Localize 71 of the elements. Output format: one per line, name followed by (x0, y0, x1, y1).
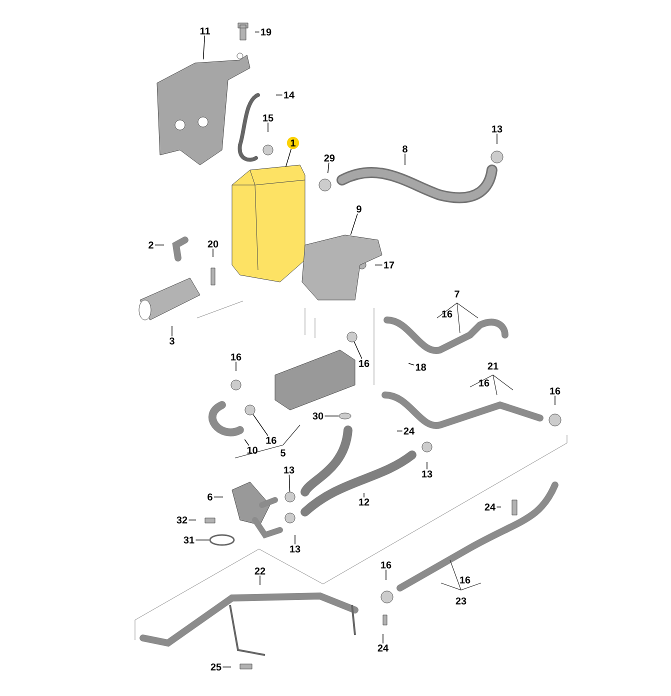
callout-number: 24 (404, 428, 414, 434)
callout-number: 24 (484, 504, 496, 510)
callout-number: 23 (456, 597, 466, 605)
callout-number: 16 (266, 436, 276, 444)
leader-line (396, 430, 403, 432)
callout-number: 13 (290, 545, 300, 553)
callout-number: 15 (263, 114, 274, 122)
callout-number: 5 (280, 450, 286, 456)
callout-number: 22 (254, 568, 266, 574)
callout-number: 24 (378, 644, 388, 652)
callout-number: 12 (359, 498, 370, 506)
leader-line (374, 264, 383, 266)
callout-number: 21 (488, 362, 498, 370)
leader-line (426, 462, 428, 470)
leader-line (222, 666, 232, 668)
callout-number: 7 (454, 290, 460, 298)
callout-number: 19 (261, 28, 272, 36)
leader-line (154, 244, 164, 246)
leader-line (382, 634, 384, 644)
callout-number: 10 (247, 446, 258, 454)
leader-line (554, 395, 556, 406)
leader-line (244, 439, 250, 446)
callout-number: 16 (550, 387, 560, 395)
bracket-plate-drawing (156, 52, 250, 166)
callout-number: 16 (460, 576, 470, 584)
leader-line (252, 414, 268, 436)
leader-line (496, 133, 498, 144)
leader-line (288, 474, 290, 492)
leader-line (294, 534, 296, 545)
callout-number: 13 (284, 466, 294, 474)
callout-number: 16 (479, 379, 490, 387)
callout-number: 25 (210, 663, 222, 671)
leader-line (327, 162, 330, 174)
leader-line (276, 94, 283, 96)
callout-number: 14 (284, 92, 294, 98)
leader-line (496, 506, 502, 508)
callout-number: 17 (384, 262, 394, 268)
callout-number: 16 (359, 360, 370, 367)
leader-line (404, 153, 406, 166)
callout-number: 6 (208, 493, 212, 501)
callout-number: 13 (492, 125, 502, 133)
callout-number: 13 (422, 470, 432, 478)
hose-clamp-drawing (244, 404, 256, 416)
callout-number: 11 (200, 28, 210, 34)
callout-number: 8 (402, 145, 408, 153)
callout-number: 29 (324, 154, 335, 162)
leader-line (354, 341, 362, 360)
callout-number: 1 (286, 136, 300, 150)
heat-shield-drawing (302, 234, 382, 300)
callout-number: 16 (442, 310, 452, 318)
clamp-band-drawing (209, 534, 235, 546)
hose-clamp-drawing (346, 332, 358, 342)
leader-line (212, 248, 214, 258)
callout-number: 9 (356, 205, 362, 213)
hose-clamp-drawing (338, 412, 352, 420)
callout-number: 32 (176, 516, 188, 524)
leader-line (350, 213, 358, 236)
callout-number: 30 (312, 412, 324, 420)
hose-clamp-drawing (284, 492, 296, 502)
leader-line (408, 363, 414, 366)
leader-line (214, 496, 224, 498)
callout-number: 16 (381, 561, 392, 569)
callout-number: 20 (208, 240, 218, 248)
callout-number: 31 (184, 536, 194, 544)
leader-line (285, 148, 292, 168)
callout-number: 3 (169, 337, 174, 345)
callout-number: 16 (231, 353, 242, 361)
callout-number: 18 (416, 364, 426, 371)
leader-line (202, 35, 206, 60)
heater-drawing (232, 164, 306, 282)
callout-number: 2 (148, 242, 154, 248)
